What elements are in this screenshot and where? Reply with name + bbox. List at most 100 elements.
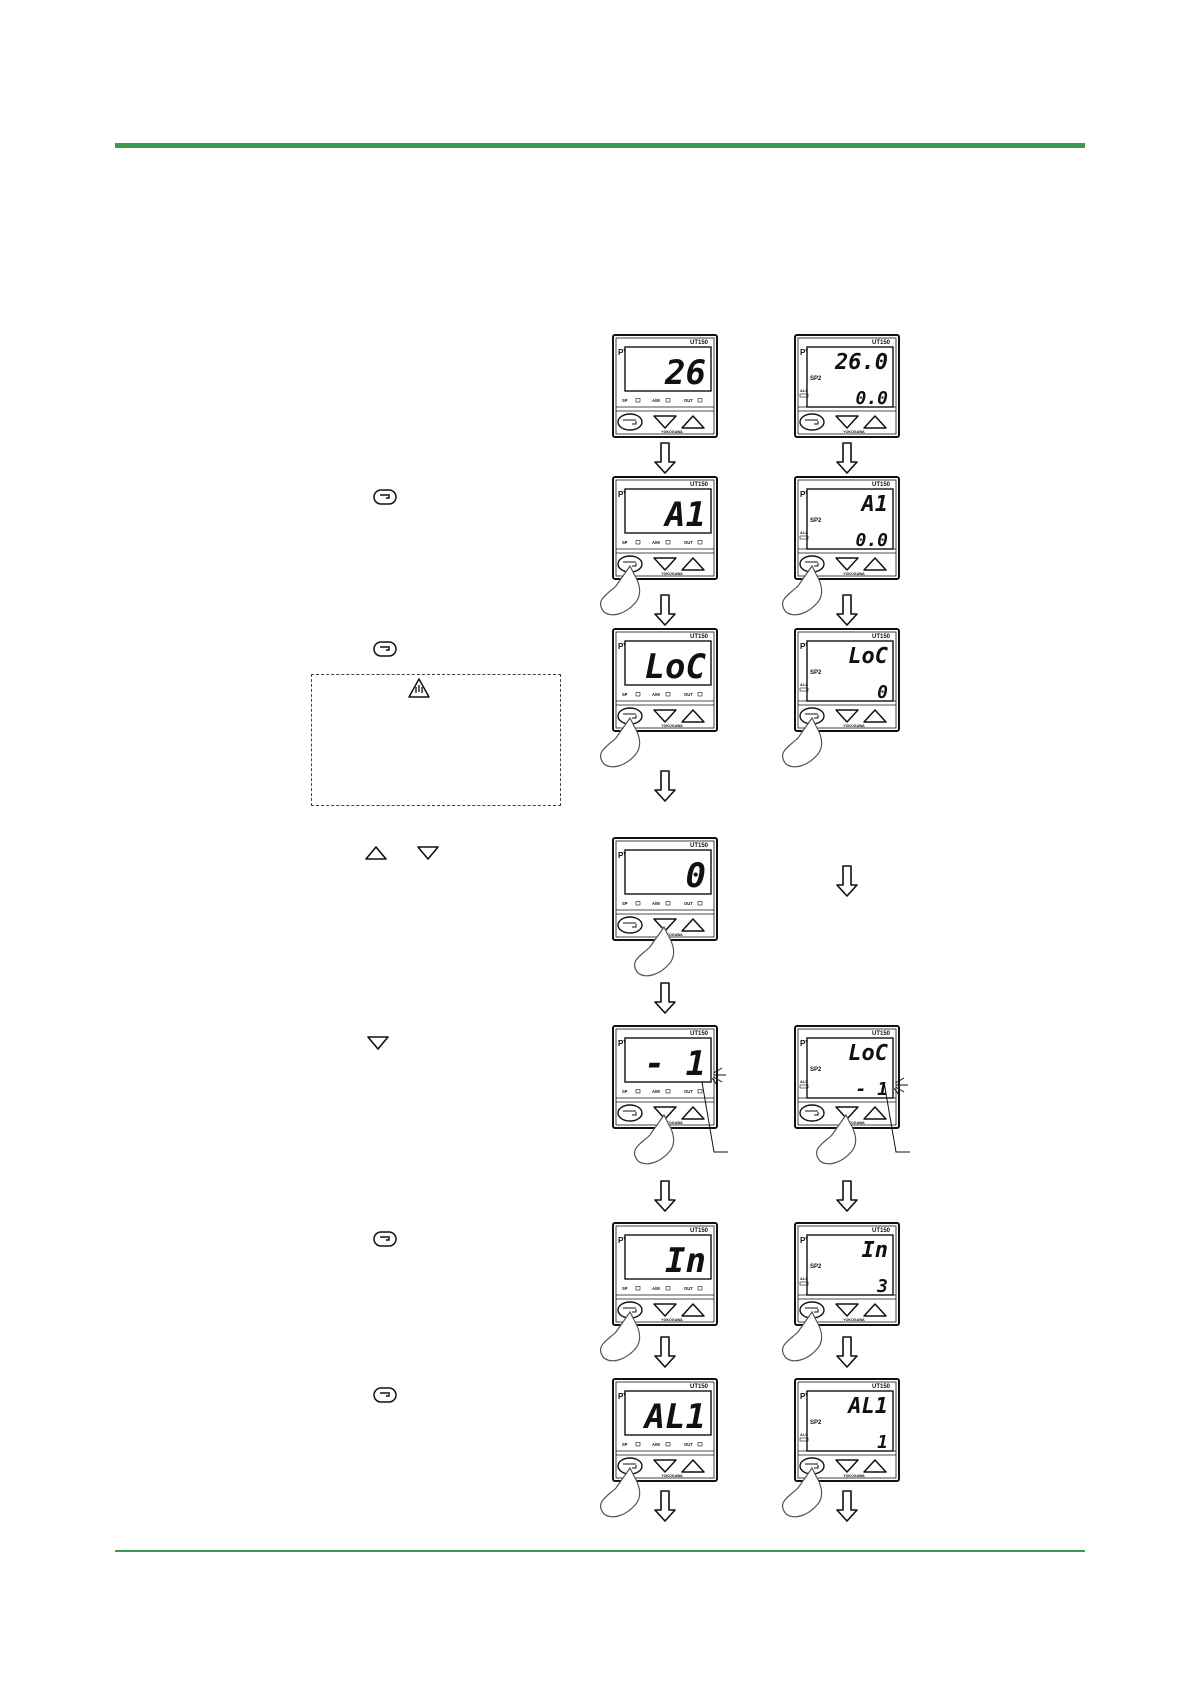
leader-line bbox=[883, 1081, 910, 1153]
brand-label: UT150 bbox=[690, 482, 709, 488]
maker-label: YOKOGAWA bbox=[843, 430, 865, 434]
svg-text:SP: SP bbox=[622, 1442, 628, 1447]
down-arrow-icon bbox=[836, 442, 858, 474]
caution-triangle-icon bbox=[408, 678, 430, 698]
brand-label: UT150 bbox=[872, 1384, 891, 1390]
set-enter-key-icon bbox=[373, 489, 397, 505]
set-enter-key-icon bbox=[373, 1387, 397, 1403]
pv-readout: In bbox=[665, 1241, 706, 1281]
down-arrow-icon bbox=[836, 865, 858, 897]
maker-label: YOKOGAWA bbox=[661, 1121, 683, 1125]
sp2-label: SP2 bbox=[810, 518, 822, 524]
svg-text:AL1: AL1 bbox=[800, 531, 807, 535]
blink-rays-icon bbox=[893, 1077, 908, 1096]
pv-label: PV bbox=[618, 348, 629, 357]
sp2-label: SP2 bbox=[810, 1264, 822, 1270]
sp2-label: SP2 bbox=[810, 670, 822, 676]
up-key-icon bbox=[365, 846, 387, 860]
down-arrow-icon bbox=[654, 1180, 676, 1212]
sv-readout: - 1 bbox=[855, 1079, 888, 1100]
maker-label: YOKOGAWA bbox=[843, 724, 865, 728]
sv-readout: 0.0 bbox=[855, 388, 888, 409]
pv-readout: In bbox=[862, 1238, 889, 1263]
svg-text:OUT: OUT bbox=[684, 901, 693, 906]
pv-label: PV bbox=[800, 490, 811, 499]
leader-line bbox=[701, 1081, 728, 1153]
pv-readout: A1 bbox=[663, 495, 706, 535]
down-arrow-icon bbox=[654, 982, 676, 1014]
pressing-finger-icon bbox=[633, 925, 675, 977]
brand-label: UT150 bbox=[872, 340, 891, 346]
footer-rule bbox=[115, 1550, 1085, 1552]
down-arrow-icon bbox=[654, 1490, 676, 1522]
down-arrow-icon bbox=[836, 1180, 858, 1212]
svg-text:AL1: AL1 bbox=[800, 389, 807, 393]
down-arrow-icon bbox=[836, 1490, 858, 1522]
maker-label: YOKOGAWA bbox=[661, 933, 683, 937]
pv-readout: LoC bbox=[848, 644, 888, 669]
pressing-finger-icon bbox=[815, 1113, 857, 1165]
svg-text:OUT: OUT bbox=[684, 692, 693, 697]
sv-readout: 0 bbox=[877, 682, 888, 703]
pv-readout: A1 bbox=[860, 492, 889, 517]
pv-label: PV bbox=[618, 1039, 629, 1048]
down-key-icon bbox=[367, 1036, 389, 1050]
svg-text:A/M: A/M bbox=[652, 1442, 660, 1447]
pv-label: PV bbox=[618, 490, 629, 499]
svg-text:OUT: OUT bbox=[684, 1442, 693, 1447]
brand-label: UT150 bbox=[872, 482, 891, 488]
pressing-finger-icon bbox=[781, 716, 823, 768]
pv-label: PV bbox=[800, 1236, 811, 1245]
pv-readout: LoC bbox=[848, 1041, 888, 1066]
down-arrow-icon bbox=[654, 770, 676, 802]
svg-text:A/M: A/M bbox=[652, 901, 660, 906]
set-enter-key-icon bbox=[373, 1231, 397, 1247]
brand-label: UT150 bbox=[690, 634, 709, 640]
down-arrow-icon bbox=[836, 594, 858, 626]
svg-text:OUT: OUT bbox=[684, 1286, 693, 1291]
svg-text:A/M: A/M bbox=[652, 1089, 660, 1094]
sp2-label: SP2 bbox=[810, 1067, 822, 1073]
set-enter-key-icon bbox=[373, 641, 397, 657]
pv-readout: LoC bbox=[645, 647, 707, 687]
pv-readout: 0 bbox=[686, 856, 706, 896]
pressing-finger-icon bbox=[633, 1113, 675, 1165]
down-arrow-icon bbox=[836, 1336, 858, 1368]
svg-text:SP: SP bbox=[622, 692, 628, 697]
brand-label: UT150 bbox=[872, 1031, 891, 1037]
pv-label: PV bbox=[800, 1392, 811, 1401]
pv-label: PV bbox=[618, 851, 629, 860]
pv-label: PV bbox=[800, 642, 811, 651]
svg-text:SP: SP bbox=[622, 1089, 628, 1094]
maker-label: YOKOGAWA bbox=[661, 724, 683, 728]
maker-label: YOKOGAWA bbox=[661, 430, 683, 434]
svg-text:A/M: A/M bbox=[652, 398, 660, 403]
svg-text:A/M: A/M bbox=[652, 540, 660, 545]
pressing-finger-icon bbox=[599, 1310, 641, 1362]
brand-label: UT150 bbox=[872, 1228, 891, 1234]
svg-text:AL1: AL1 bbox=[800, 683, 807, 687]
svg-text:OUT: OUT bbox=[684, 540, 693, 545]
svg-text:SP: SP bbox=[622, 398, 628, 403]
sv-readout: 1 bbox=[877, 1432, 888, 1453]
pv-label: PV bbox=[618, 1392, 629, 1401]
maker-label: YOKOGAWA bbox=[843, 572, 865, 576]
svg-text:AL1: AL1 bbox=[800, 1080, 807, 1084]
maker-label: YOKOGAWA bbox=[843, 1121, 865, 1125]
svg-text:OUT: OUT bbox=[684, 1089, 693, 1094]
pv-label: PV bbox=[618, 642, 629, 651]
pressing-finger-icon bbox=[599, 716, 641, 768]
brand-label: UT150 bbox=[690, 340, 709, 346]
pressing-finger-icon bbox=[781, 1310, 823, 1362]
svg-text:AL1: AL1 bbox=[800, 1433, 807, 1437]
